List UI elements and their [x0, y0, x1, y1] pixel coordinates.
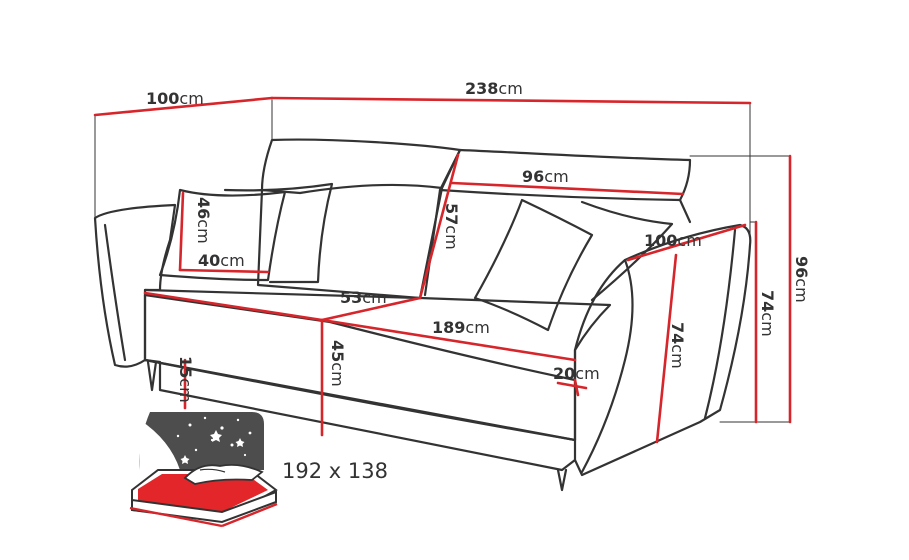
back-cushion-left	[260, 138, 462, 195]
night-sky-icon	[139, 412, 264, 470]
dimension-labels: 100cm 238cm 96cm 100cm 40cm 53cm 189cm 2…	[146, 79, 811, 403]
dim-line-armrest-inner	[655, 253, 678, 444]
pillow-right-1	[473, 198, 594, 332]
arm-left	[93, 203, 177, 368]
dim-line-pillow-height	[178, 191, 185, 272]
label-seat-depth: 53cm	[340, 288, 387, 307]
dim-line-armrest-depth	[626, 223, 747, 262]
pillow-left-2	[223, 182, 334, 284]
label-seat-width: 189cm	[432, 318, 490, 337]
label-armrest-inner: 74cm	[668, 322, 687, 369]
dim-line-front	[143, 291, 324, 322]
bed-icon	[129, 463, 278, 528]
label-pillow-width: 40cm	[198, 251, 245, 270]
label-back-height: 57cm	[442, 203, 461, 250]
label-armrest-width: 20cm	[553, 364, 600, 383]
arm-right	[573, 223, 752, 477]
seat	[143, 288, 612, 382]
label-armrest-depth: 100cm	[644, 231, 702, 250]
dim-line-seat-width	[320, 318, 577, 362]
dim-line-backrest	[450, 181, 685, 196]
dim-line-depth-top	[93, 96, 274, 117]
label-leg-height: 15cm	[176, 356, 195, 403]
label-height-total: 96cm	[792, 256, 811, 303]
label-seat-height: 45cm	[328, 340, 347, 387]
dim-line-back-height	[418, 153, 460, 300]
sleeping-area-label: 192 x 138	[282, 459, 388, 483]
back-cushion-right	[438, 148, 692, 202]
dimension-lines	[93, 96, 792, 444]
pillow-left-1	[158, 188, 287, 282]
sofa-base	[143, 358, 577, 472]
pillow-right-2	[580, 200, 674, 302]
dim-line-seat-depth	[320, 296, 422, 322]
label-depth-top: 100cm	[146, 89, 204, 108]
dim-line-width-total	[270, 96, 752, 105]
label-backrest: 96cm	[522, 167, 569, 186]
label-pillow-height: 46cm	[194, 197, 213, 244]
sofa-back	[256, 186, 444, 300]
leg-left	[146, 360, 158, 392]
dim-line-pillow-width	[178, 268, 270, 274]
sleep-function-icon: 192 x 138	[129, 412, 388, 528]
label-armrest-outer: 74cm	[758, 290, 777, 337]
leg-right	[556, 468, 568, 492]
label-width-total: 238cm	[465, 79, 523, 98]
dim-line-armrest-width	[556, 381, 588, 390]
